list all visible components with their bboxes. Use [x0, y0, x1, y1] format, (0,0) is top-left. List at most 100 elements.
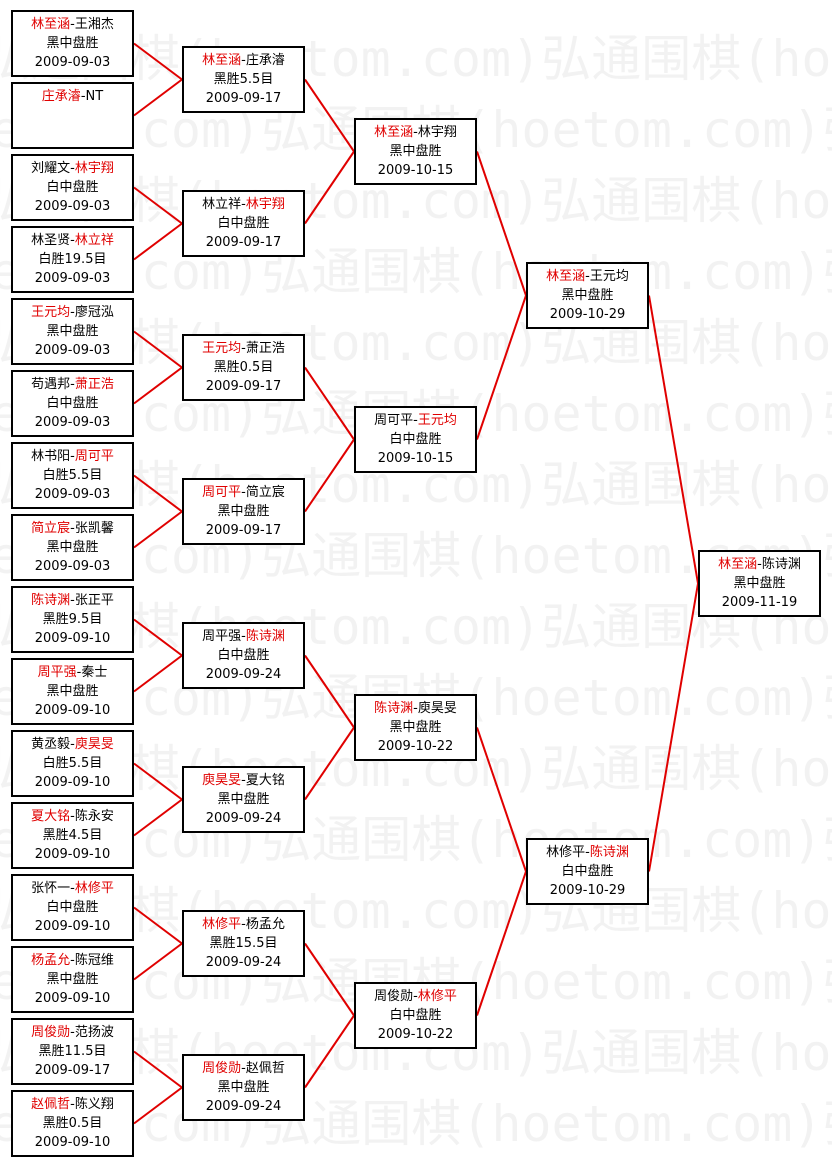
bracket-connector [133, 78, 183, 117]
player-name: 庄承濬 [245, 53, 285, 68]
player-name: 林修平 [417, 989, 457, 1004]
player-name: 陈义翔 [74, 1097, 114, 1112]
player-separator: - [70, 161, 75, 176]
match-players: 林修平-杨孟允 [184, 915, 303, 934]
player-name: 陈永安 [74, 809, 114, 824]
player-name: 林宇翔 [417, 125, 457, 140]
player-separator: - [413, 413, 418, 428]
bracket-connector [476, 871, 527, 1016]
match-players: 周平强-陈诗渊 [184, 627, 303, 646]
bracket-connector [476, 295, 527, 440]
match-result: 黑中盘胜 [46, 684, 99, 699]
bracket-connector [304, 1014, 355, 1089]
match-result: 白中盘胜 [389, 1008, 442, 1023]
player-separator: - [413, 701, 418, 716]
match-players: 林圣贤-林立祥 [13, 231, 132, 250]
player-name: 林修平 [74, 881, 114, 896]
player-name: 赵佩哲 [31, 1097, 71, 1112]
match-date: 2009-09-17 [205, 91, 282, 106]
match-date: 2009-09-17 [205, 523, 282, 538]
player-separator: - [76, 665, 82, 680]
match-players: 周俊勋-林修平 [356, 987, 475, 1006]
match-result: 黑胜4.5目 [42, 828, 103, 843]
bracket-connector [304, 726, 355, 801]
match-result: 白胜5.5目 [42, 468, 103, 483]
match-players: 林至涵-王元均 [528, 267, 647, 286]
player-name: 周可平 [74, 449, 114, 464]
match-result: 黑胜9.5目 [42, 612, 103, 627]
match-date: 2009-09-03 [34, 415, 111, 430]
match-result: 白胜5.5目 [42, 756, 103, 771]
player-name: 周可平 [202, 485, 242, 500]
player-separator: - [241, 341, 246, 356]
match-players: 周可平-简立宸 [184, 483, 303, 502]
match-players: 陈诗渊-张正平 [13, 591, 132, 610]
player-name: 赵佩哲 [245, 1061, 285, 1076]
player-separator: - [70, 377, 75, 392]
bracket-connector [133, 1086, 183, 1125]
match-result: 黑中盘胜 [217, 1080, 270, 1095]
match-players: 张怀一-林修平 [13, 879, 132, 898]
match-players: 苟遇邦-萧正浩 [13, 375, 132, 394]
bracket-connector [133, 474, 183, 513]
bracket-connector [133, 942, 183, 981]
bracket-connector [133, 906, 183, 945]
match-date: 2009-09-17 [34, 1063, 111, 1078]
match-date: 2009-09-24 [205, 811, 282, 826]
match-players: 林修平-陈诗渊 [528, 843, 647, 862]
match-date: 2009-09-03 [34, 487, 111, 502]
match-result: 白中盘胜 [46, 396, 99, 411]
player-separator: - [70, 593, 75, 608]
player-name: 陈诗渊 [31, 593, 71, 608]
player-separator: - [70, 737, 75, 752]
match-date: 2009-09-24 [205, 955, 282, 970]
match-players: 杨孟允-陈冠维 [13, 951, 132, 970]
player-name: 陈冠维 [74, 953, 114, 968]
match-result: 黑中盘胜 [46, 972, 99, 987]
player-name: 周平强 [37, 665, 77, 680]
match-date: 2009-09-17 [205, 235, 282, 250]
player-name: 陈诗渊 [374, 701, 414, 716]
player-name: 林至涵 [546, 269, 586, 284]
match-box[interactable]: 苟遇邦-萧正浩白中盘胜 2009-09-03 [11, 370, 134, 437]
match-players: 黄丞毅-庾昊旻 [13, 735, 132, 754]
match-box[interactable]: 庄承濬-NT [11, 82, 134, 149]
match-result: 黑胜11.5目 [38, 1044, 107, 1059]
match-players: 周俊勋-赵佩哲 [184, 1059, 303, 1078]
bracket-connector [133, 222, 183, 261]
match-players: 王元均-萧正浩 [184, 339, 303, 358]
player-name: 张凯馨 [74, 521, 114, 536]
player-name: 林立祥 [74, 233, 114, 248]
match-result: 黑中盘胜 [733, 576, 786, 591]
bracket-connector [304, 654, 355, 729]
